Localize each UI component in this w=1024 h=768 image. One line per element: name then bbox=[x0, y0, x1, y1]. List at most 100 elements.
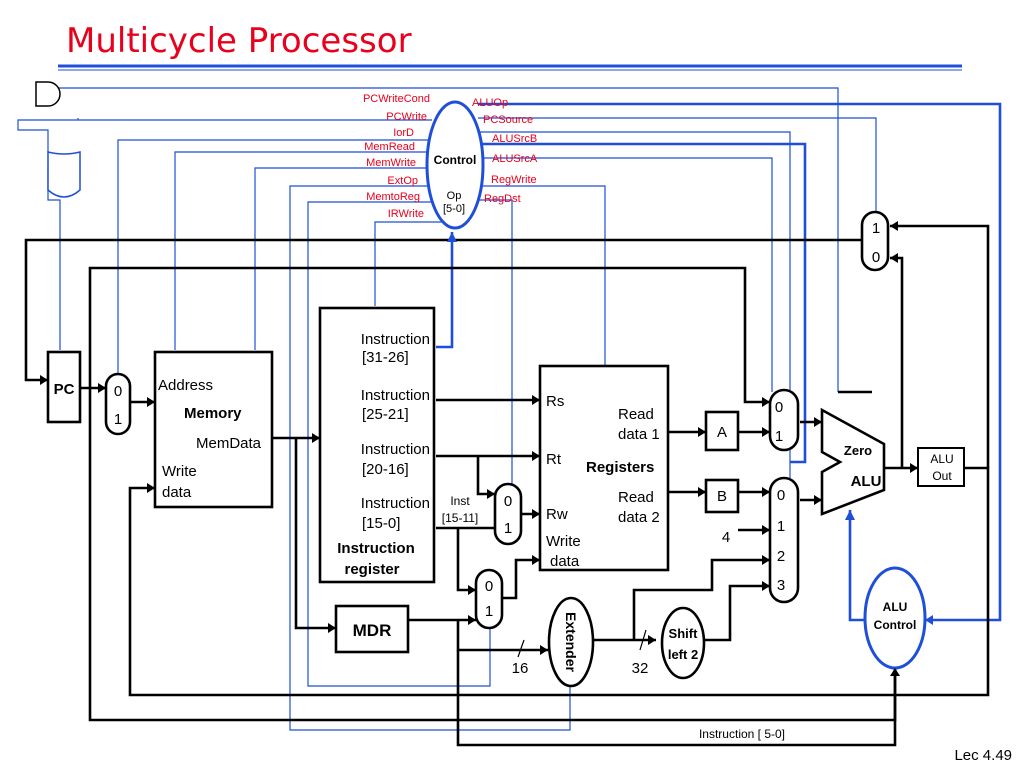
slide-title: Multicycle Processor bbox=[66, 21, 412, 61]
control-op-bits: [5-0] bbox=[443, 203, 465, 215]
alu-op-lines bbox=[436, 102, 1002, 622]
alusrca-mux-1: 1 bbox=[775, 428, 783, 445]
ir-title-line1: Instruction bbox=[337, 540, 415, 557]
alusrca-mux bbox=[768, 388, 800, 452]
control-right-signals: ALUOp PCSource ALUSrcB ALUSrcA RegWrite … bbox=[472, 97, 538, 205]
and-gate bbox=[35, 81, 61, 107]
signal-regwrite: RegWrite bbox=[491, 174, 537, 186]
reg-rw-label: Rw bbox=[546, 506, 568, 523]
reg-rt-label: Rt bbox=[546, 451, 562, 468]
instruction-register bbox=[318, 306, 436, 584]
width-slash-32 bbox=[639, 629, 647, 651]
mdr-label: MDR bbox=[353, 621, 392, 640]
control-lines bbox=[17, 87, 877, 731]
control-label: Control bbox=[434, 153, 477, 167]
shift-left-unit bbox=[660, 606, 706, 680]
memtoreg-mux-0: 0 bbox=[485, 578, 493, 595]
inst-15-11-line2: [15-11] bbox=[442, 511, 478, 525]
ir-field-1-line2: [31-26] bbox=[362, 349, 409, 366]
reg-rs-label: Rs bbox=[546, 393, 564, 410]
iord-mux-0: 0 bbox=[114, 383, 122, 400]
instr-5-0-label: Instruction [ 5-0] bbox=[699, 727, 785, 741]
ir-field-2-line2: [25-21] bbox=[362, 406, 409, 423]
alu-out-register bbox=[917, 447, 965, 487]
signal-memtoreg: MemtoReg bbox=[366, 191, 420, 203]
alusrcb-mux bbox=[768, 476, 800, 604]
pc-label: PC bbox=[54, 381, 75, 398]
signal-irwrite: IRWrite bbox=[388, 208, 424, 220]
pcsource-mux-1: 1 bbox=[872, 220, 880, 237]
signal-memread: MemRead bbox=[364, 141, 415, 153]
register-a bbox=[704, 410, 740, 452]
control-op-label: Op bbox=[447, 190, 462, 202]
register-b-label: B bbox=[717, 488, 727, 505]
arrowheads bbox=[40, 221, 918, 676]
reg-read1-line2: data 1 bbox=[618, 426, 660, 443]
alu-label: ALU bbox=[851, 473, 882, 490]
register-file bbox=[538, 364, 670, 572]
shift-line2: left 2 bbox=[668, 647, 698, 662]
extender-unit bbox=[547, 596, 595, 688]
pcsource-mux-0: 0 bbox=[872, 249, 880, 266]
alu-out-line1: ALU bbox=[930, 452, 953, 466]
reg-write-label: Write bbox=[546, 533, 581, 550]
slide-footer: Lec 4.49 bbox=[954, 747, 1012, 764]
signal-regdst: RegDst bbox=[484, 193, 521, 205]
signal-extop: ExtOp bbox=[387, 175, 418, 187]
extender-in-width: 16 bbox=[512, 660, 529, 677]
reg-read1-line1: Read bbox=[618, 406, 654, 423]
ir-field-4-line1: Instruction bbox=[361, 495, 430, 512]
alusrcb-mux-1: 1 bbox=[777, 518, 785, 535]
pcsource-mux bbox=[860, 210, 890, 272]
control-unit bbox=[425, 100, 485, 230]
ir-field-4-line2: [15-0] bbox=[362, 515, 400, 532]
alusrca-mux-0: 0 bbox=[775, 399, 783, 416]
memory-address-label: Address bbox=[158, 377, 213, 394]
signal-pcsource: PCSource bbox=[483, 114, 533, 126]
alu-control-line2: Control bbox=[874, 618, 917, 632]
regdst-mux bbox=[493, 482, 523, 546]
ir-field-3-line1: Instruction bbox=[361, 441, 430, 458]
extender-label: Extender bbox=[563, 612, 579, 672]
ir-field-2-line1: Instruction bbox=[361, 387, 430, 404]
control-left-signals: PCWriteCond PCWrite IorD MemRead MemWrit… bbox=[363, 93, 430, 220]
regdst-mux-0: 0 bbox=[504, 493, 512, 510]
signal-iord: IorD bbox=[393, 127, 414, 139]
regdst-mux-1: 1 bbox=[504, 520, 512, 537]
pc-register bbox=[46, 350, 82, 424]
alu-out-line2: Out bbox=[932, 469, 952, 483]
reg-read2-line2: data 2 bbox=[618, 509, 660, 526]
memory-title: Memory bbox=[184, 405, 242, 422]
signal-alusrca: ALUSrcA bbox=[492, 153, 538, 165]
signal-aluop: ALUOp bbox=[472, 97, 508, 109]
const-four: 4 bbox=[722, 529, 730, 546]
memory-memdata-label: MemData bbox=[196, 435, 262, 452]
width-slash-16 bbox=[517, 639, 525, 658]
memtoreg-mux-1: 1 bbox=[485, 603, 493, 620]
inst-15-11-line1: Inst bbox=[450, 494, 470, 508]
extender-out-width: 32 bbox=[632, 660, 649, 677]
or-gate bbox=[47, 151, 81, 198]
signal-memwrite: MemWrite bbox=[366, 157, 416, 169]
memory-write-label: Write bbox=[162, 463, 197, 480]
register-a-label: A bbox=[717, 424, 727, 441]
alusrcb-mux-3: 3 bbox=[777, 577, 785, 594]
datapath-lines bbox=[24, 224, 990, 747]
mdr-register bbox=[334, 604, 410, 654]
iord-mux-1: 1 bbox=[114, 411, 122, 428]
shift-line1: Shift bbox=[669, 626, 699, 641]
signal-pcwritecond: PCWriteCond bbox=[363, 93, 430, 105]
control-arrowheads bbox=[447, 232, 933, 625]
iord-mux bbox=[104, 372, 132, 436]
memtoreg-mux bbox=[474, 568, 504, 630]
alu-unit bbox=[820, 407, 886, 516]
memory-block bbox=[153, 350, 274, 509]
alu-zero-label: Zero bbox=[844, 443, 872, 458]
reg-read2-line1: Read bbox=[618, 489, 654, 506]
signal-pcwrite: PCWrite bbox=[386, 111, 427, 123]
ir-title-line2: register bbox=[344, 561, 399, 578]
alu-control-line1: ALU bbox=[883, 600, 908, 614]
reg-data-label: data bbox=[550, 553, 580, 570]
register-b bbox=[704, 478, 740, 514]
